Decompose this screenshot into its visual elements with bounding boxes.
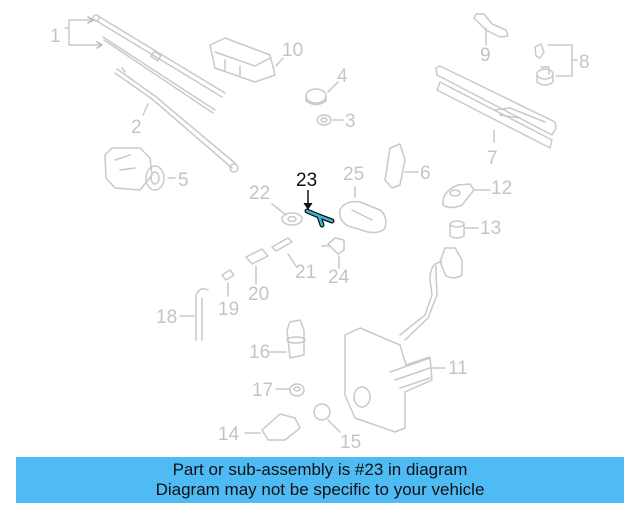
callout-24: 24 [328,267,350,288]
callout-15: 15 [340,432,362,453]
callout-21: 21 [295,262,317,283]
info-banner: Part or sub-assembly is #23 in diagram D… [16,457,624,503]
part-10-module [209,37,284,83]
part-25-cover [338,186,387,234]
part-19-plug [221,269,235,297]
callout-20: 20 [248,284,270,305]
part-18-hose [179,288,209,341]
callout-14: 14 [218,424,240,445]
part-24-connector [321,237,345,269]
callout-12: 12 [491,178,513,199]
part-9-bracket [473,13,509,46]
banner-disclaimer: Diagram may not be specific to your vehi… [155,480,485,499]
callout-22: 22 [249,183,271,204]
part-2-wiper-arm [114,67,239,173]
callout-8: 8 [579,52,590,73]
callout-13: 13 [480,218,502,239]
part-13-strainer [449,220,479,239]
callout-4: 4 [337,66,348,87]
part-12-cap [442,183,491,209]
callout-19: 19 [218,299,240,320]
part-20-jet [245,248,269,285]
callout-25: 25 [343,164,365,185]
callout-10: 10 [282,40,304,61]
callout-2: 2 [131,117,142,138]
callout-23-highlighted[interactable]: 23 [296,170,318,191]
part-3-nut [316,114,344,126]
part-15-seal [313,403,341,433]
banner-part-note: Part or sub-assembly is #23 in diagram [172,460,468,479]
callout-1: 1 [50,26,61,47]
part-8-fasteners [534,43,578,86]
part-11-reservoir [344,247,463,433]
part-16-pump [269,319,306,359]
callout-11: 11 [448,358,468,379]
part-22-grommet [271,203,303,226]
callout-3: 3 [345,111,356,132]
part-14-motor [244,413,301,441]
part-1-wiper-blade [64,14,226,114]
callout-6: 6 [420,163,431,184]
part-6-bracket [384,143,419,189]
callout-7: 7 [487,148,498,169]
callout-17: 17 [252,380,274,401]
part-5-motor [104,147,176,191]
callout-18: 18 [156,307,178,328]
callout-9: 9 [480,45,491,66]
part-21-valve [271,237,297,267]
callout-5: 5 [178,170,189,191]
part-4-cap [305,81,339,106]
part-23-y-connector-highlighted[interactable] [303,190,335,228]
part-7-linkage [435,65,557,149]
part-17-grommet [275,383,305,397]
callout-16: 16 [249,342,271,363]
